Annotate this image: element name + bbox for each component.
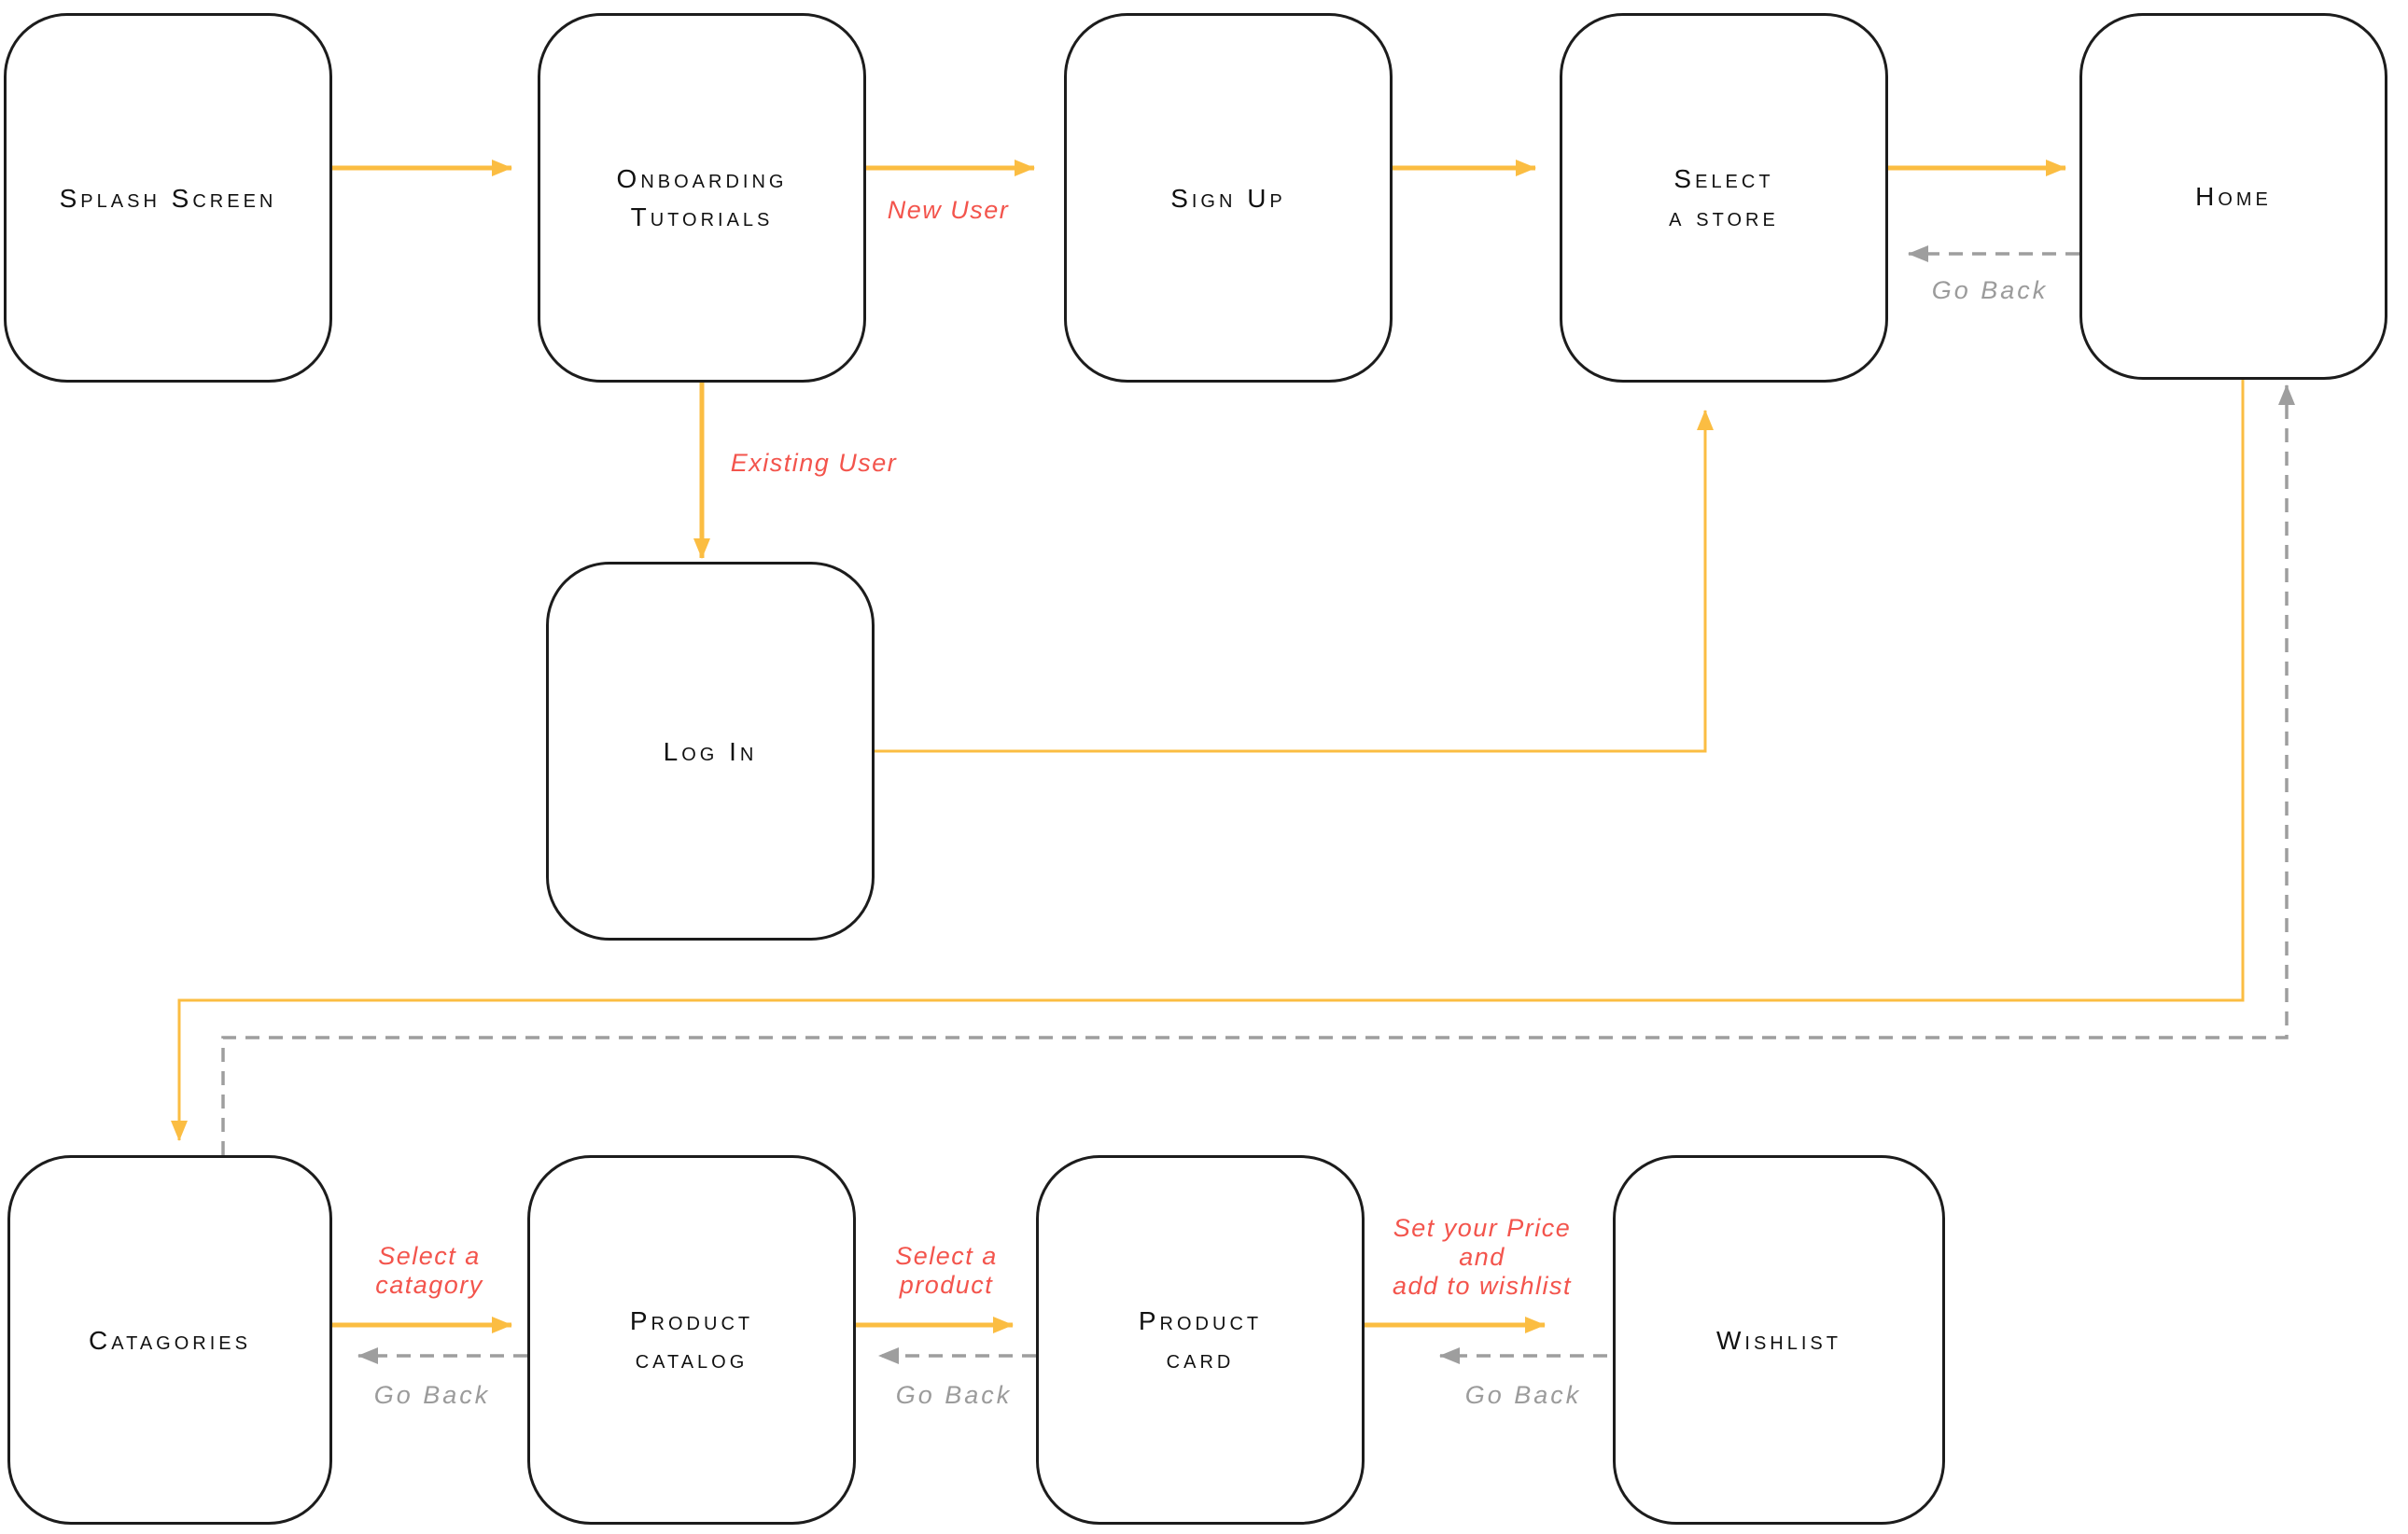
node-label: a store	[1669, 202, 1779, 231]
edge-label-set-your-price-add-to-wishlist: Set your Price and add to wishlist	[1393, 1214, 1572, 1301]
node-wishlist: Wishlist	[1613, 1155, 1945, 1525]
edge-label-text: add to wishlist	[1392, 1272, 1573, 1300]
edge-label-text: and	[1459, 1243, 1505, 1271]
node-label: Wishlist	[1715, 1325, 1841, 1355]
edge-home-to-catagories	[171, 380, 2245, 1141]
node-label: card	[1166, 1345, 1235, 1374]
node-product-card: Product card	[1036, 1155, 1365, 1525]
edge-label-text: New User	[887, 196, 1010, 224]
edge-label-go-back-productcard-to-productcatalog: Go Back	[896, 1381, 1013, 1410]
node-onboarding-tutorials: Onboarding Tutorials	[538, 13, 866, 383]
edge-label-go-back-productcatalog-to-catagories: Go Back	[374, 1381, 491, 1410]
edge-label-text: Set your Price	[1393, 1214, 1572, 1242]
edge-label-text: Go Back	[1464, 1381, 1582, 1409]
node-log-in: Log In	[546, 562, 875, 941]
node-label: Sign Up	[1170, 183, 1286, 213]
edge-label-text: Go Back	[895, 1381, 1013, 1409]
edge-label-text: Go Back	[373, 1381, 491, 1409]
node-label: Log In	[663, 736, 758, 766]
node-label: Select	[1673, 164, 1774, 193]
edge-login-to-selectstore	[875, 410, 1714, 753]
edge-label-existing-user: Existing User	[731, 449, 898, 478]
edge-label-select-a-catagory: Select a catagory	[375, 1242, 483, 1300]
node-splash-screen: Splash Screen	[4, 13, 332, 383]
node-product-catalog: Product catalog	[527, 1155, 856, 1525]
edge-label-text: Select a	[378, 1242, 481, 1270]
edge-label-select-a-product: Select a product	[895, 1242, 998, 1300]
edge-label-go-back-wishlist-to-productcard: Go Back	[1465, 1381, 1582, 1410]
node-label: Onboarding	[616, 164, 788, 193]
edge-label-text: product	[899, 1271, 994, 1299]
node-sign-up: Sign Up	[1064, 13, 1393, 383]
edge-label-go-back-home-to-selectstore: Go Back	[1932, 276, 2049, 305]
node-label: Catagories	[89, 1325, 251, 1355]
node-label: Product	[1138, 1306, 1263, 1335]
back-edge-catagories-to-home	[221, 384, 2295, 1155]
edge-label-text: Select a	[895, 1242, 998, 1270]
edge-label-new-user: New User	[888, 196, 1010, 225]
node-select-a-store: Select a store	[1560, 13, 1888, 383]
node-label: Splash Screen	[59, 183, 277, 213]
node-label: Home	[2195, 182, 2272, 211]
node-catagories: Catagories	[7, 1155, 332, 1525]
node-label: catalog	[635, 1345, 749, 1374]
node-home: Home	[2079, 13, 2387, 380]
edge-label-text: catagory	[375, 1271, 483, 1299]
node-label: Product	[629, 1306, 754, 1335]
edge-label-text: Existing User	[730, 449, 898, 477]
node-label: Tutorials	[630, 202, 774, 231]
edge-label-text: Go Back	[1931, 276, 2049, 304]
